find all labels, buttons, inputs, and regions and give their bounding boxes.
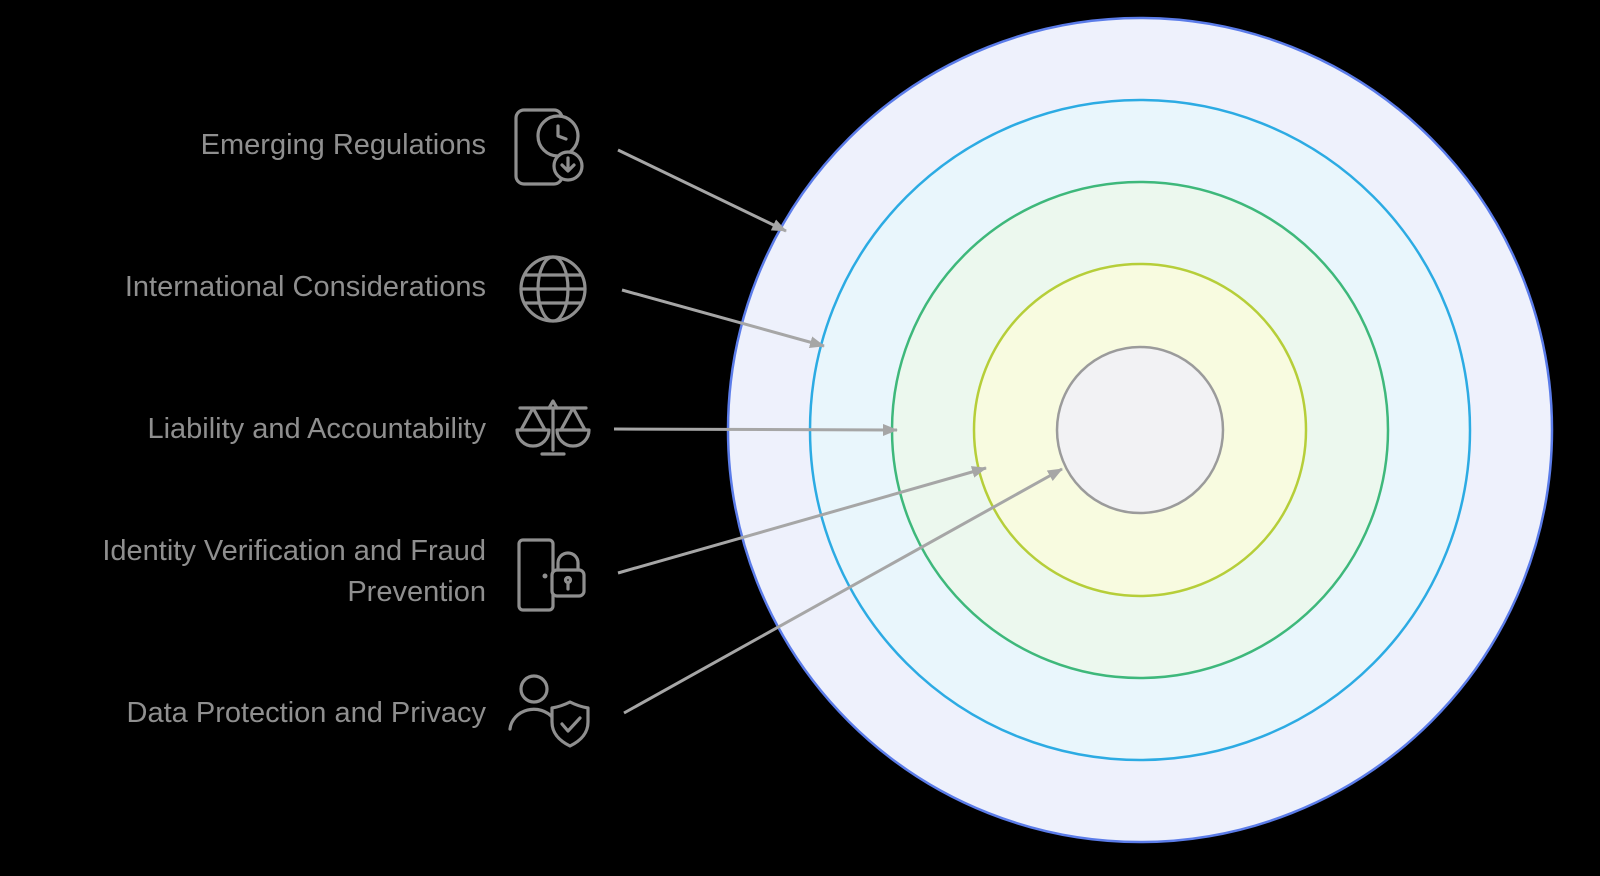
document-clock-download-icon xyxy=(514,108,584,186)
arrow-international-considerations xyxy=(621,288,825,349)
concentric-rings xyxy=(726,16,1554,844)
label-emerging-regulations: Emerging Regulations xyxy=(200,129,486,161)
label-international-considerations: International Considerations xyxy=(124,271,486,303)
door-lock-icon xyxy=(517,538,586,612)
arrow-identity-verification xyxy=(617,466,987,575)
label-identity-verification-fraud-prevention: Identity Verification and Fraud Preventi… xyxy=(102,535,486,608)
item-icons xyxy=(508,108,591,748)
person-shield-check-icon xyxy=(508,674,590,748)
globe-icon xyxy=(519,255,587,323)
arrow-data-protection xyxy=(623,467,1063,715)
ring-center xyxy=(1055,345,1225,515)
connector-arrows xyxy=(613,148,1063,715)
arrow-emerging-regulations xyxy=(617,148,787,233)
label-data-protection-privacy: Data Protection and Privacy xyxy=(126,697,486,729)
label-liability-accountability: Liability and Accountability xyxy=(147,413,486,445)
scales-of-justice-icon xyxy=(515,399,591,456)
arrow-liability-accountability xyxy=(613,423,898,436)
